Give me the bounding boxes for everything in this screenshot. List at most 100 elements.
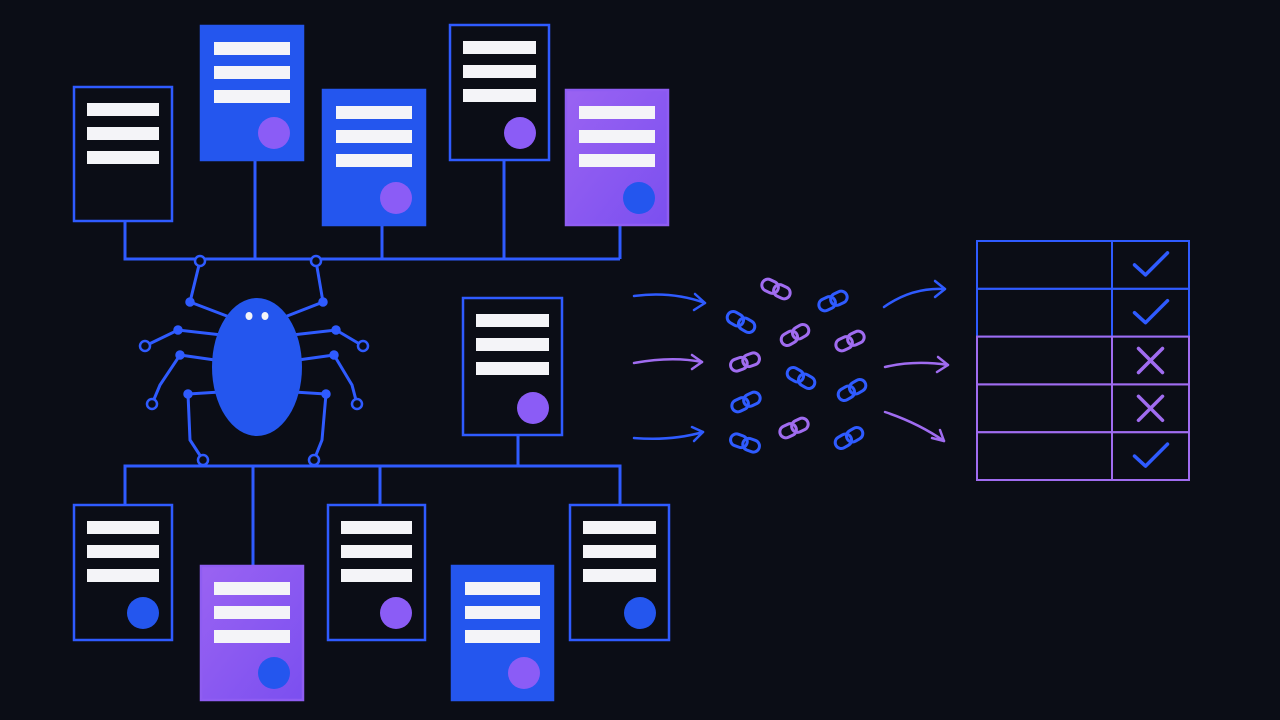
document-dot xyxy=(127,597,159,629)
document-text-line xyxy=(463,65,536,78)
chain-links xyxy=(725,277,868,454)
chain-link-loop xyxy=(779,329,800,347)
results-table xyxy=(976,240,1190,482)
spider-icon xyxy=(138,254,370,467)
chain-link-loop xyxy=(729,432,749,450)
spider-leg xyxy=(291,328,364,348)
table-row xyxy=(976,240,1190,290)
arrow-shaft xyxy=(882,287,947,309)
chain-link-loop xyxy=(833,432,854,450)
document-icon xyxy=(199,24,305,162)
arrow-icon xyxy=(883,355,950,374)
chain-link-loop xyxy=(778,422,798,440)
document-icon xyxy=(564,88,670,227)
arrow-icon xyxy=(882,279,947,309)
chain-link-loop xyxy=(834,335,854,353)
chain-link-loop xyxy=(772,283,792,301)
chain-link-loop xyxy=(836,384,857,402)
arrow-shaft xyxy=(883,361,950,369)
spider-leg xyxy=(186,390,221,461)
spider-leg xyxy=(297,353,359,405)
arrow-shaft xyxy=(632,293,707,305)
document-icon xyxy=(72,503,174,642)
chain-link-loop xyxy=(847,378,868,396)
chain-link-loop xyxy=(817,295,837,313)
document-text-line xyxy=(214,582,290,595)
document-text-line xyxy=(463,89,536,102)
document-text-line xyxy=(336,154,412,167)
spider-eye xyxy=(261,312,269,320)
chain-link-loop xyxy=(730,396,750,414)
chain-link-icon xyxy=(760,277,792,301)
document-icon xyxy=(199,564,305,702)
arrow-head xyxy=(690,425,705,443)
chain-link-icon xyxy=(729,351,761,373)
chain-link-loop xyxy=(741,351,761,369)
document-dot xyxy=(380,597,412,629)
connector-line xyxy=(123,464,622,505)
spider-leg xyxy=(150,353,216,405)
table-row-frame xyxy=(976,383,1190,434)
document-text-line xyxy=(87,521,159,534)
spider-joint xyxy=(331,325,341,335)
spider-leg xyxy=(188,260,233,320)
chain-link-icon xyxy=(729,432,761,454)
cross-stroke xyxy=(1136,346,1165,375)
chain-link-icon xyxy=(833,426,865,450)
document-text-line xyxy=(214,90,290,103)
chain-link-loop xyxy=(725,310,746,328)
document-text-line xyxy=(476,362,549,375)
document-icon xyxy=(461,296,564,437)
chain-link-loop xyxy=(846,329,866,347)
spider-leg xyxy=(293,390,328,461)
document-text-line xyxy=(476,338,549,351)
chain-link-loop xyxy=(760,277,780,295)
table-row-frame xyxy=(976,335,1190,386)
arrow-icon xyxy=(632,425,705,443)
spider-joint xyxy=(307,453,321,467)
document-text-line xyxy=(465,630,540,643)
table-row xyxy=(976,287,1190,338)
cross-icon xyxy=(1136,346,1165,375)
chain-link-icon xyxy=(730,390,762,414)
document-dot xyxy=(517,392,549,424)
checkmark-icon xyxy=(1132,298,1170,325)
arrow-head xyxy=(690,353,704,371)
document-dot xyxy=(380,182,412,214)
document-text-line xyxy=(87,569,159,582)
chain-link-loop xyxy=(736,316,757,334)
spider-eye xyxy=(245,312,253,320)
document-icon xyxy=(321,88,427,227)
chain-link-loop xyxy=(741,436,761,454)
checkmark-icon xyxy=(1132,251,1170,277)
document-text-line xyxy=(336,106,412,119)
chain-link-icon xyxy=(836,378,868,402)
chain-link-icon xyxy=(778,416,810,440)
table-row xyxy=(976,335,1190,386)
document-icon xyxy=(448,23,551,162)
document-text-line xyxy=(465,606,540,619)
document-dot xyxy=(258,657,290,689)
spider-joint xyxy=(173,325,183,335)
document-dot xyxy=(504,117,536,149)
document-text-line xyxy=(214,630,290,643)
document-text-line xyxy=(214,42,290,55)
document-icon xyxy=(450,564,555,702)
table-row xyxy=(976,383,1190,434)
checkmark-icon xyxy=(1132,442,1170,468)
arrow-head xyxy=(935,355,950,374)
spider-joint xyxy=(329,350,339,360)
document-icon xyxy=(568,503,671,642)
chain-link-loop xyxy=(790,323,811,341)
document-pages xyxy=(72,23,671,702)
document-text-line xyxy=(87,545,159,558)
document-text-line xyxy=(579,130,655,143)
document-text-line xyxy=(336,130,412,143)
spider-body xyxy=(212,298,302,436)
document-text-line xyxy=(476,314,549,327)
document-dot xyxy=(623,182,655,214)
spider-joint xyxy=(145,397,159,411)
arrow-shaft xyxy=(632,357,704,365)
chain-link-icon xyxy=(817,289,849,313)
